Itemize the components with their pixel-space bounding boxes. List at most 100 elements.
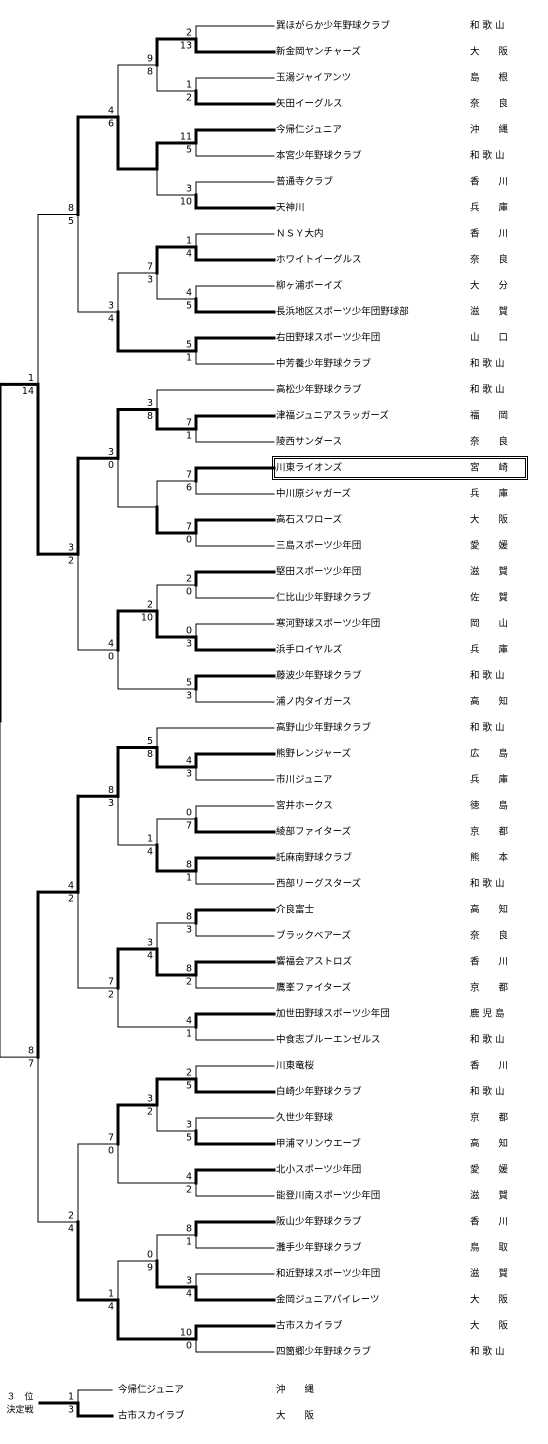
score-bottom: 2 [186,977,192,988]
score-bottom: 3 [186,769,192,780]
score-top: 0 [186,808,192,819]
team-name: 阪山少年野球クラブ [276,1216,362,1228]
score-top: 0 [186,626,192,637]
team-name: 仁比山少年野球クラブ [276,592,372,604]
team-prefecture: 島 根 [470,72,509,84]
team-name: 四箇郷少年野球クラブ [276,1346,372,1358]
team-name: 浜手ロイヤルズ [276,644,343,656]
score-bottom: 0 [186,587,192,598]
score-bottom: 3 [186,639,192,650]
score-top: 8 [186,964,192,975]
team-prefecture: 大 阪 [470,46,509,58]
team-prefecture: 奈 良 [470,254,509,266]
team-prefecture: 大 阪 [470,514,509,526]
score-bottom: 8 [147,749,153,760]
bracket-lines [0,25,528,1418]
team-name: 加世田野球スポーツ少年団 [276,1008,390,1020]
score-top: 8 [186,912,192,923]
score-bottom: 0 [108,460,114,471]
score-top: 4 [186,288,192,299]
score-bottom: 3 [186,925,192,936]
score-top: 7 [108,1133,114,1144]
score-bottom: 5 [186,301,192,312]
score-top: 5 [186,678,192,689]
score-top: 3 [186,1120,192,1131]
team-prefecture: 滋 賀 [470,306,508,318]
team-name: 堅田スポーツ少年団 [276,566,361,578]
score-bottom: 1 [186,1029,192,1040]
score-top: 8 [108,785,114,796]
team-prefecture: 愛 媛 [470,1164,509,1176]
team-prefecture: 和 歌 山 [470,358,505,370]
team-prefecture: 広 島 [470,748,508,760]
team-name: 中芳養少年野球クラブ [276,358,372,370]
team-name: ＮＳＹ大内 [276,228,324,240]
score-bottom: 6 [186,483,192,494]
team-name: 寒河野球スポーツ少年団 [276,618,380,630]
team-name: 託麻南野球クラブ [276,852,353,864]
team-name: 鷹峯ファイターズ [276,982,352,994]
team-name: 能登川南スポーツ少年団 [276,1190,380,1202]
team-prefecture: 大 分 [470,280,509,292]
team-name: 甲浦マリンウエーブ [276,1138,361,1150]
team-prefecture: 兵 庫 [470,644,509,656]
score-top: 8 [28,1046,34,1057]
team-name: 高石スワローズ [276,514,343,526]
score-top: 9 [147,54,153,65]
score-top: 8 [68,203,74,214]
score-bottom: 6 [108,119,114,130]
score-bottom: 3 [186,691,192,702]
team-name: 古市スカイラブ [118,1410,185,1422]
team-prefecture: 香 川 [470,1217,508,1228]
team-name: 和近野球スポーツ少年団 [276,1268,380,1280]
score-top: 4 [186,1172,192,1183]
team-name: 川東ライオンズ [276,462,343,474]
team-prefecture: 和 歌 山 [470,150,505,162]
score-top: 4 [186,1016,192,1027]
team-prefecture: 香 川 [470,229,508,240]
team-prefecture: 京 都 [470,1112,509,1124]
score-bottom: 3 [68,1405,74,1416]
score-bottom: 4 [108,1302,114,1313]
score-bottom: 2 [68,894,74,905]
team-prefecture: 和 歌 山 [470,722,505,734]
team-name: 矢田イーグルス [276,98,343,110]
team-name: 宮井ホークス [276,800,333,812]
score-top: 4 [186,756,192,767]
team-name: 普通寺クラブ [276,176,334,188]
team-name: 中食志ブルーエンゼルス [276,1034,381,1046]
team-name: 川東竜桜 [276,1060,315,1072]
team-prefecture: 徳 島 [470,800,508,812]
team-prefecture: 奈 良 [470,436,509,448]
team-prefecture: 大 阪 [276,1410,315,1422]
score-top: 3 [147,398,153,409]
score-top: 2 [147,600,153,611]
score-top: 1 [68,1392,74,1403]
score-bottom: 2 [147,1107,153,1118]
score-top: 7 [186,418,192,429]
score-bottom: 0 [108,652,114,663]
score-top: 2 [186,574,192,585]
team-prefecture: 愛 媛 [470,540,509,552]
team-name: 金岡ジュニアパイレーツ [276,1294,379,1306]
score-top: 3 [147,1094,153,1105]
team-name: 西部リーグスターズ [276,878,362,890]
team-prefecture: 沖 縄 [276,1384,315,1396]
team-prefecture: 兵 庫 [470,202,509,214]
score-bottom: 5 [186,1081,192,1092]
score-bottom: 2 [68,556,74,567]
team-name: 本宮少年野球クラブ [276,150,362,162]
team-name: 市川ジュニア [276,774,332,786]
team-prefecture: 滋 賀 [470,1190,508,1202]
score-bottom: 4 [186,1289,192,1300]
score-bottom: 1 [186,873,192,884]
score-bottom: 4 [108,314,114,325]
score-top: 3 [186,184,192,195]
team-prefecture: 奈 良 [470,98,509,110]
team-prefecture: 香 川 [470,957,508,968]
score-top: 1 [186,80,192,91]
score-bottom: 4 [147,847,153,858]
score-top: 1 [186,236,192,247]
bracket-labels: 巽ほがらか少年野球クラブ和 歌 山新金岡ヤンチャーズ大 阪玉湯ジャイアンツ島 根… [6,20,509,1422]
